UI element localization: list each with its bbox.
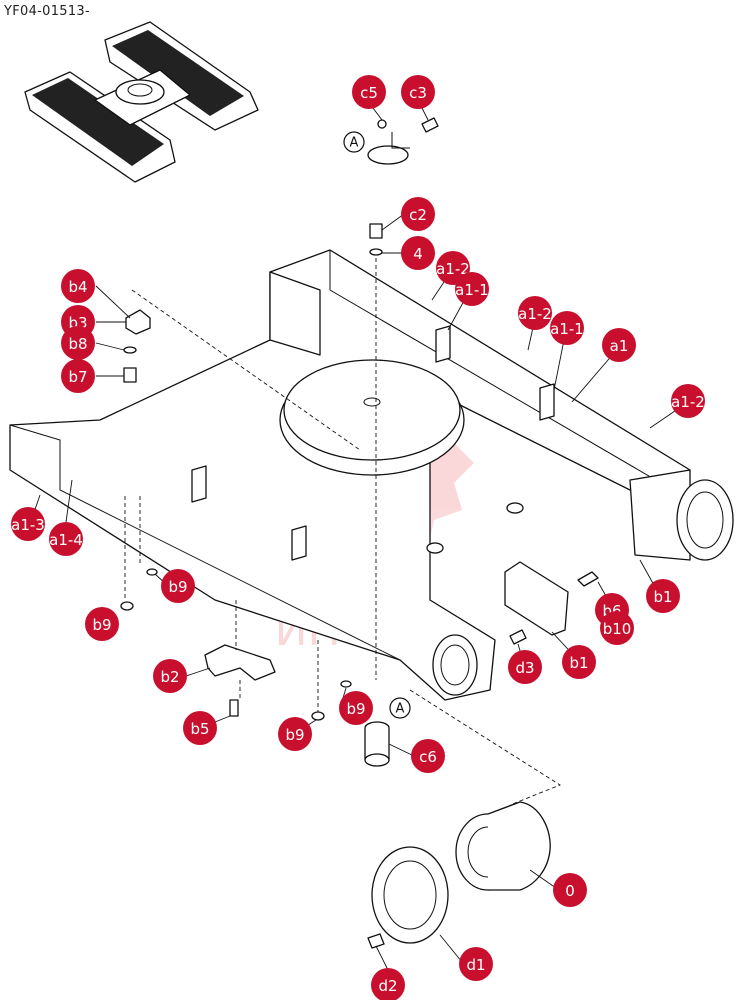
callout-label: a1-1 [455, 281, 489, 299]
callout-a1-3[interactable]: a1-3 [11, 507, 45, 541]
callout-label: a1 [610, 337, 629, 355]
swivel-joint-c6 [364, 721, 390, 767]
rear-sprocket-teeth [676, 479, 734, 561]
callout-d1[interactable]: d1 [459, 947, 493, 981]
callout-label: b1 [653, 588, 672, 606]
callout-label: c6 [419, 748, 437, 766]
nut-b9-d [311, 711, 325, 721]
bolt-b7 [123, 367, 137, 383]
callout-b9-d[interactable]: b9 [278, 717, 312, 751]
callout-label: d3 [515, 659, 534, 677]
document-code: YF04-01513- [4, 4, 90, 19]
callout-d2[interactable]: d2 [371, 968, 405, 1000]
callout-label: c3 [409, 84, 427, 102]
travel-motor [455, 801, 551, 891]
callout-label: b9 [92, 616, 111, 634]
callout-b8[interactable]: b8 [61, 326, 95, 360]
guide-brackets [191, 325, 555, 561]
washer-b8 [123, 346, 137, 354]
washer-4 [369, 248, 383, 256]
nut-b9-c [340, 680, 352, 688]
callout-label: a1-4 [49, 531, 83, 549]
reference-mark-a-bottom: A [389, 697, 411, 719]
callout-label: b8 [68, 335, 87, 353]
callout-c3[interactable]: c3 [401, 75, 435, 109]
callout-label: b4 [68, 278, 87, 296]
callout-label: 0 [565, 882, 575, 900]
bolt-d3 [509, 629, 527, 645]
callout-label: b1 [569, 654, 588, 672]
callout-label: a1-1 [550, 320, 584, 338]
mount-plate-detail [367, 103, 439, 165]
cover-plate [504, 561, 569, 636]
bracket-b2 [204, 644, 276, 681]
callout-label: a1-2 [671, 393, 705, 411]
bolt-d2 [367, 933, 385, 949]
callout-label: a1-2 [518, 305, 552, 323]
callout-b7[interactable]: b7 [61, 359, 95, 393]
callout-label: c5 [360, 84, 378, 102]
callout-label: d2 [378, 977, 397, 995]
callout-label: b9 [168, 578, 187, 596]
callout-a1-1-mid[interactable]: a1-1 [550, 311, 584, 345]
callout-b9-c[interactable]: b9 [339, 691, 373, 725]
svg-text:A: A [396, 702, 405, 717]
callout-label: b9 [285, 726, 304, 744]
callout-d3[interactable]: d3 [508, 650, 542, 684]
callout-label: b10 [603, 620, 632, 638]
callout-label: 4 [413, 245, 423, 263]
callout-b10[interactable]: b10 [600, 611, 634, 645]
callout-c2[interactable]: c2 [401, 197, 435, 231]
callout-c5[interactable]: c5 [352, 75, 386, 109]
callout-b2[interactable]: b2 [153, 659, 187, 693]
callout-a1-1-top[interactable]: a1-1 [455, 272, 489, 306]
callout-b9-b[interactable]: b9 [85, 607, 119, 641]
callout-b5[interactable]: b5 [183, 711, 217, 745]
track-overview-inset [24, 21, 259, 183]
track-frame [9, 249, 734, 701]
block-b3-b4 [125, 309, 151, 335]
sprocket-d1 [371, 846, 449, 944]
callout-b9-a[interactable]: b9 [161, 569, 195, 603]
callout-0[interactable]: 0 [553, 873, 587, 907]
callout-b4[interactable]: b4 [61, 269, 95, 303]
callout-b1-lower[interactable]: b1 [562, 645, 596, 679]
callout-label: c2 [409, 206, 427, 224]
callout-a1[interactable]: a1 [602, 328, 636, 362]
reference-mark-a-top: A [343, 131, 365, 153]
callout-4[interactable]: 4 [401, 236, 435, 270]
nut-b9-b [120, 601, 134, 611]
callout-a1-4[interactable]: a1-4 [49, 522, 83, 556]
svg-text:A: A [350, 136, 359, 151]
bolt-c2 [369, 223, 383, 239]
callout-label: d1 [466, 956, 485, 974]
callout-label: b2 [160, 668, 179, 686]
callout-label: b9 [346, 700, 365, 718]
callout-b1-right[interactable]: b1 [646, 579, 680, 613]
callout-label: a1-2 [436, 260, 470, 278]
bolt-b5 [229, 699, 239, 717]
callout-label: b5 [190, 720, 209, 738]
callout-a1-2-right[interactable]: a1-2 [671, 384, 705, 418]
callout-label: a1-3 [11, 516, 45, 534]
nut-b9-a [146, 568, 158, 576]
callout-label: b7 [68, 368, 87, 386]
callout-a1-2-mid[interactable]: a1-2 [518, 296, 552, 330]
callout-c6[interactable]: c6 [411, 739, 445, 773]
bolt-b6 [577, 571, 599, 587]
